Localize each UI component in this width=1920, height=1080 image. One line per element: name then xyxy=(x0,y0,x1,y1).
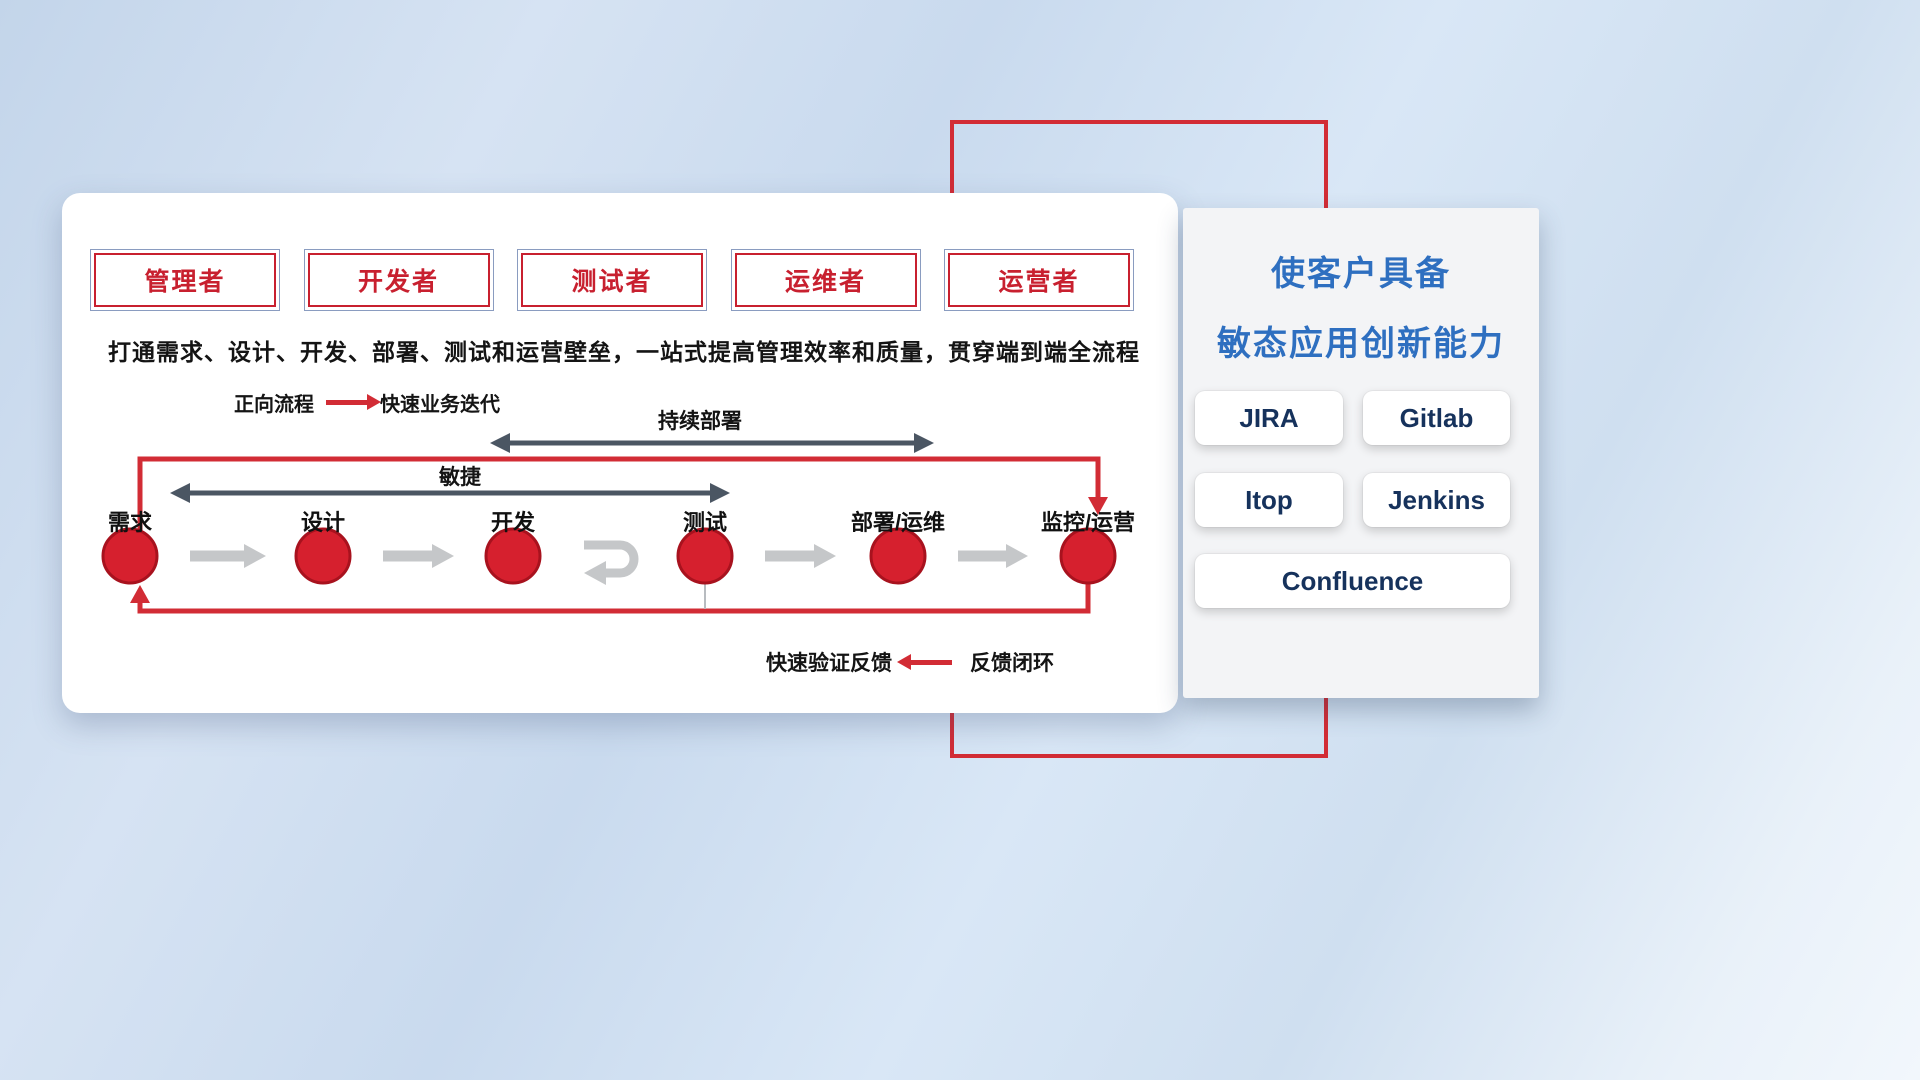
agile-arrow xyxy=(170,483,730,503)
tools-panel: 使客户具备 敏态应用创新能力 JIRA Gitlab Itop Jenkins … xyxy=(1183,208,1539,698)
tool-button-jenkins[interactable]: Jenkins xyxy=(1363,473,1510,527)
flow-diagram-canvas xyxy=(101,433,1117,614)
stage-label-monitor-operate: 监控/运营 xyxy=(1040,510,1136,535)
side-panel-title-line1: 使客户具备 xyxy=(1271,255,1451,293)
headline-text: 打通需求、设计、开发、部署、测试和运营壁垒，一站式提高管理效率和质量，贯穿端到端… xyxy=(108,339,1140,365)
role-label: 测试者 xyxy=(571,268,653,296)
iteration-uturn-icon xyxy=(584,540,639,585)
feedback-loop-legend: 快速验证反馈 反馈闭环 xyxy=(766,647,1054,677)
role-label: 管理者 xyxy=(144,268,226,296)
stage-label-development: 开发 xyxy=(490,510,535,535)
stage-circles xyxy=(101,527,1117,585)
tool-button-jira[interactable]: JIRA xyxy=(1195,391,1343,445)
role-box-tester: 测试者 xyxy=(517,249,707,311)
feedback-label: 反馈闭环 xyxy=(970,652,1054,675)
forward-flow-desc: 快速业务迭代 xyxy=(380,394,500,416)
continuous-deployment-arrow xyxy=(490,433,934,453)
role-label: 开发者 xyxy=(357,268,439,296)
stage-label-deploy-ops: 部署/运维 xyxy=(850,510,946,535)
forward-flow-legend: 正向流程 快速业务迭代 xyxy=(234,388,500,417)
feedback-arrow-icon xyxy=(897,653,952,670)
tool-button-gitlab[interactable]: Gitlab xyxy=(1363,391,1510,445)
tool-button-confluence[interactable]: Confluence xyxy=(1195,554,1510,608)
stage-label-design: 设计 xyxy=(300,510,345,535)
stage-label-testing: 测试 xyxy=(682,510,727,535)
side-panel-title-line2: 敏态应用创新能力 xyxy=(1217,325,1505,363)
roles-row: 管理者 开发者 测试者 运维者 运营者 xyxy=(90,249,1134,311)
stage-arrows xyxy=(190,544,1028,568)
agile-label: 敏捷 xyxy=(439,466,481,489)
role-label: 运维者 xyxy=(784,268,866,296)
red-loop-top xyxy=(137,456,1108,531)
devops-flow-panel: 管理者 开发者 测试者 运维者 运营者 打通需求、设计、开发、部署、测试和运营壁… xyxy=(62,193,1178,713)
stage-label-requirements: 需求 xyxy=(107,510,152,535)
role-box-operator: 运营者 xyxy=(944,249,1134,311)
role-label: 运营者 xyxy=(998,268,1080,296)
role-box-ops: 运维者 xyxy=(730,249,921,311)
tool-button-itop[interactable]: Itop xyxy=(1195,473,1343,527)
role-box-developer: 开发者 xyxy=(303,249,494,311)
continuous-deployment-label: 持续部署 xyxy=(658,410,742,433)
red-loop-bottom xyxy=(130,583,1091,614)
feedback-desc: 快速验证反馈 xyxy=(766,652,892,675)
forward-arrow-icon xyxy=(326,394,381,410)
role-box-manager: 管理者 xyxy=(90,249,280,311)
forward-flow-label: 正向流程 xyxy=(234,394,314,416)
